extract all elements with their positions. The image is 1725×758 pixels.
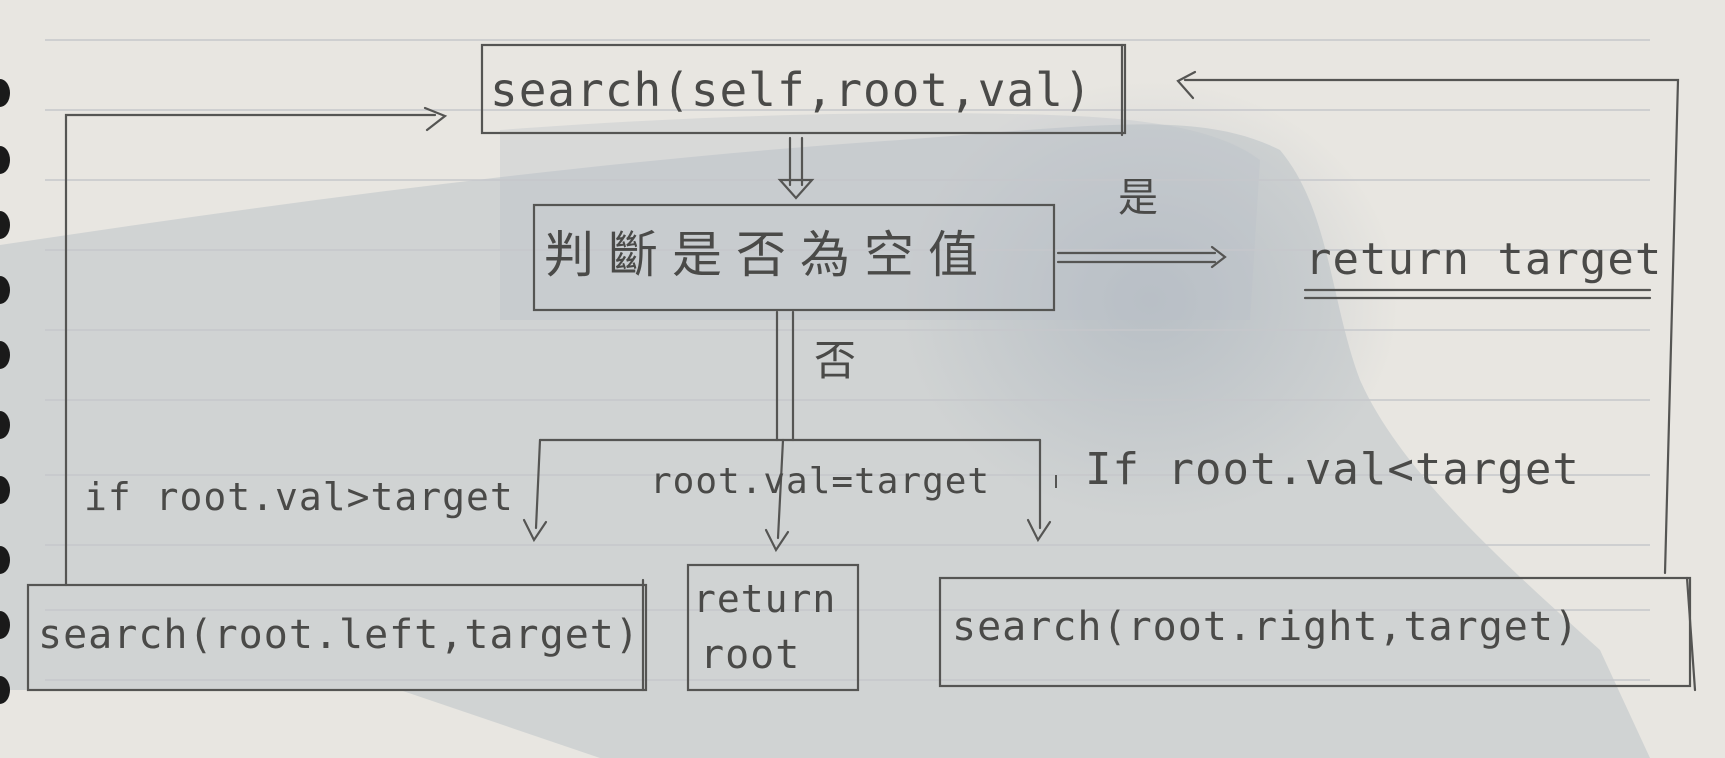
label-cond-right: If root.val<target xyxy=(1085,444,1580,495)
node-return-root-line1: return xyxy=(693,577,837,621)
node-check-null: 判斷是否為空值 xyxy=(544,226,992,284)
arrow-yes-to-return-target xyxy=(1056,245,1227,269)
ruled-lines xyxy=(45,39,1650,681)
loop-right-recursion xyxy=(1176,70,1680,575)
arrow-middle-branch xyxy=(764,438,790,553)
loop-left-recursion xyxy=(64,106,448,587)
arrow-no-branch xyxy=(775,310,795,442)
label-cond-mid: root.val=target xyxy=(650,461,991,502)
arrow-left-branch xyxy=(522,438,548,543)
label-no: 否 xyxy=(814,336,858,385)
binder-holes xyxy=(0,79,10,704)
node-search-left: search(root.left,target) xyxy=(38,612,640,658)
return-target-underline xyxy=(1303,288,1652,300)
box-search-root xyxy=(480,43,1127,135)
box-search-right-double-edge xyxy=(1685,576,1697,692)
arrow-search-to-check xyxy=(777,136,815,200)
box-search-left xyxy=(26,583,648,692)
node-search-root: search(self,root,val) xyxy=(490,63,1093,117)
label-cond-left: if root.val>target xyxy=(84,475,514,519)
arrow-right-branch xyxy=(1026,438,1052,543)
hand-shadow xyxy=(0,80,1650,758)
node-return-target: return target xyxy=(1305,234,1663,285)
box-return-root xyxy=(686,563,860,692)
label-yes: 是 xyxy=(1118,175,1159,221)
node-search-right: search(root.right,target) xyxy=(952,604,1580,650)
box-check-null xyxy=(532,203,1056,312)
node-return-root-line2: root xyxy=(700,632,801,678)
